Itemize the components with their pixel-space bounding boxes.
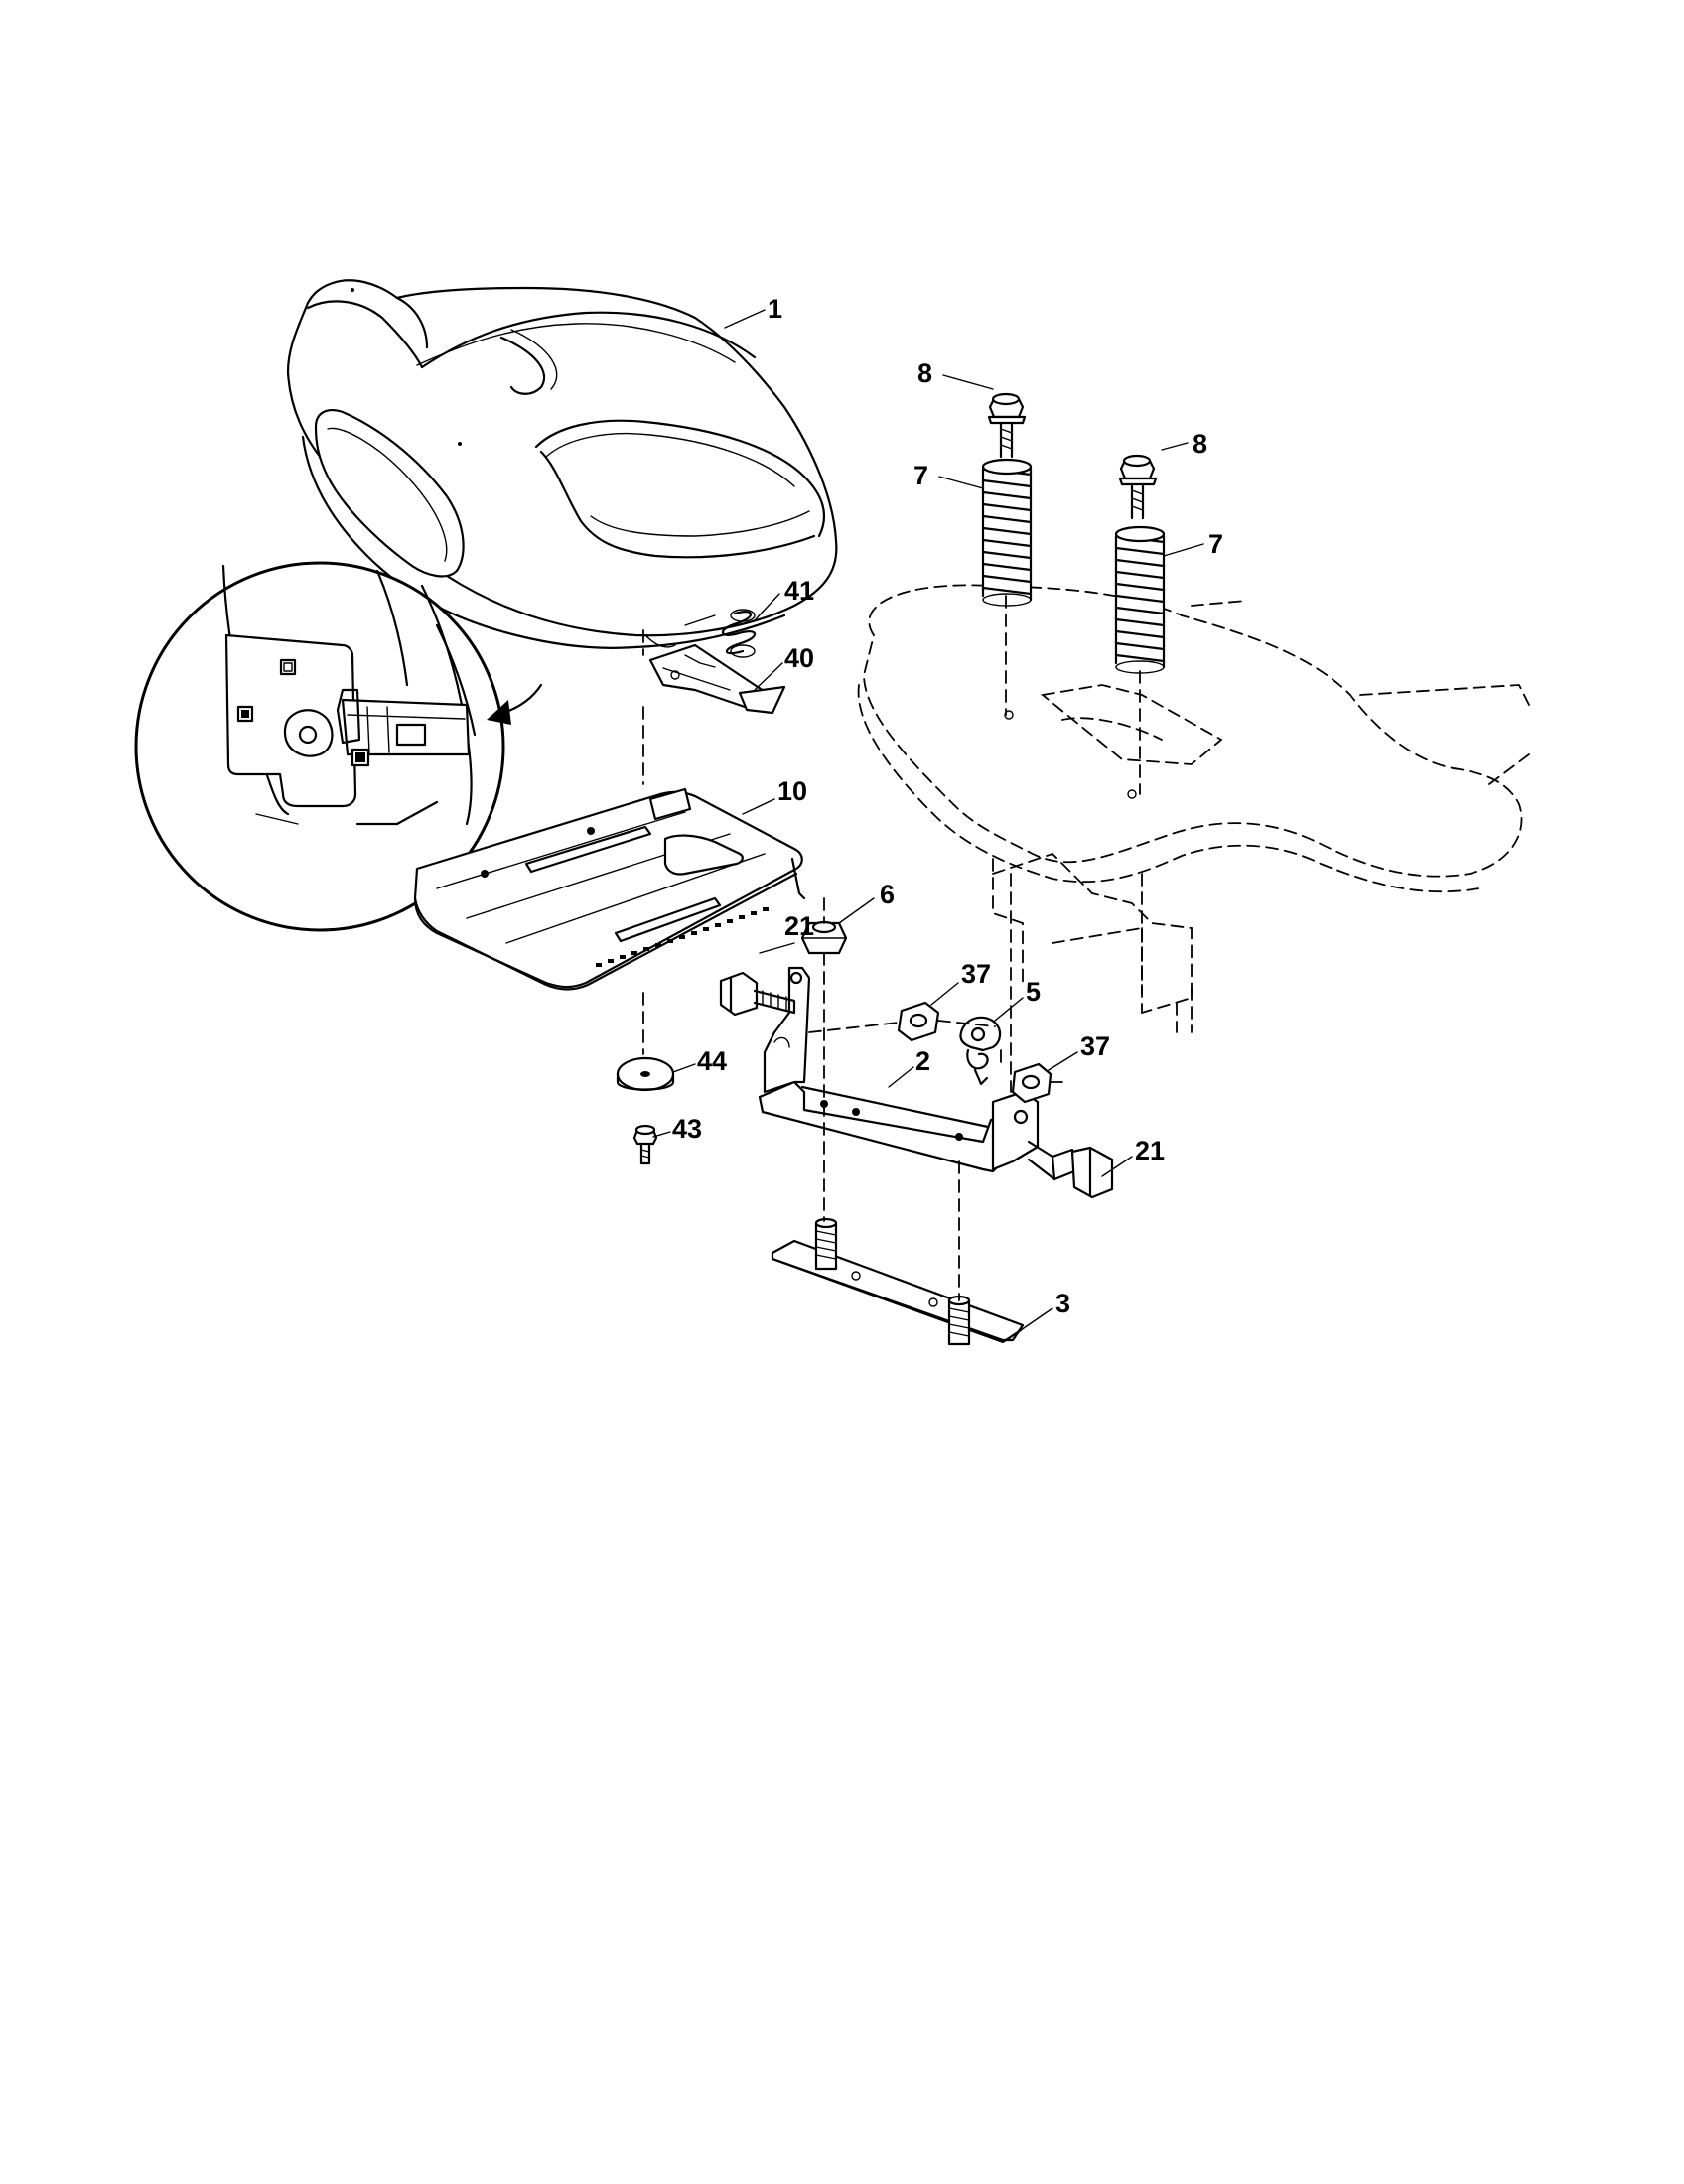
- nut-part-6: [800, 920, 848, 955]
- latch-part-40: [648, 643, 786, 715]
- callout-44: 44: [697, 1046, 727, 1076]
- seat-pan-part-10: [413, 787, 806, 991]
- callout-21-left: 21: [784, 911, 814, 941]
- spring-part-7-right: [1114, 525, 1166, 674]
- screw-part-43: [632, 1124, 658, 1165]
- callout-37-left: 37: [961, 959, 991, 989]
- spring-part-7-left: [981, 458, 1033, 607]
- base-plate-part-3: [771, 1217, 1025, 1346]
- bolt-part-8-left: [987, 392, 1027, 459]
- callout-21-right: 21: [1135, 1136, 1165, 1165]
- tractor-frame-outline: [857, 584, 1530, 1033]
- callout-40: 40: [784, 643, 814, 673]
- arrow-head-icon: [487, 700, 511, 725]
- callout-43: 43: [672, 1114, 702, 1144]
- assembly-guide-lines: [642, 595, 1143, 1301]
- callout-41: 41: [784, 576, 814, 606]
- detail-inset-circle: [134, 561, 505, 932]
- callout-labels: 1 8 8 7 7 41 40 10 21 6 37 5 37 2 44 43 …: [672, 294, 1223, 1318]
- seat-pan-adjust-holes: [596, 907, 769, 967]
- seat-bracket-part-2: [758, 966, 1040, 1173]
- callout-10: 10: [777, 776, 807, 806]
- callout-8-left: 8: [917, 358, 932, 388]
- callout-8-right: 8: [1193, 429, 1207, 459]
- washer-part-44: [616, 1056, 675, 1092]
- nut-part-37-right: [1011, 1062, 1052, 1104]
- bolt-part-8-right: [1118, 454, 1158, 520]
- callout-37-right: 37: [1080, 1031, 1110, 1061]
- callout-leader-lines: [652, 309, 1204, 1331]
- callout-3: 3: [1055, 1289, 1070, 1318]
- spring-part-41: [721, 609, 757, 658]
- shoulder-bolt-part-21-left: [719, 971, 796, 1017]
- clip-part-5: [959, 1016, 1002, 1086]
- callout-7-right: 7: [1208, 529, 1223, 559]
- shoulder-bolt-part-21-right: [1027, 1140, 1114, 1199]
- callout-1: 1: [768, 294, 782, 324]
- callout-5: 5: [1026, 977, 1041, 1007]
- callout-2: 2: [915, 1046, 930, 1076]
- callout-7-left: 7: [913, 461, 928, 490]
- nut-part-37-left: [897, 1001, 940, 1042]
- callout-6: 6: [880, 880, 895, 909]
